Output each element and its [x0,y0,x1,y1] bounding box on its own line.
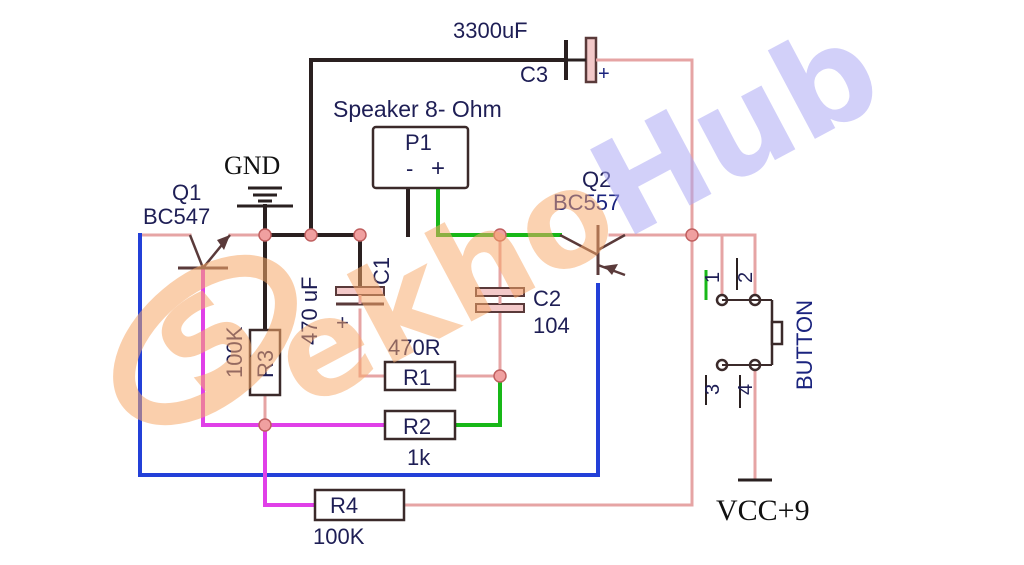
button-label: BUTTON [792,300,817,390]
gnd-symbol: GND [224,151,293,208]
wires [138,58,757,507]
r2-designator: R2 [403,414,431,439]
wire-r1-r2-junction [453,374,502,427]
q1-emitter-arrow [217,235,230,250]
q1-designator: Q1 [172,180,201,205]
c1-polarity: + [336,310,349,335]
c3-designator: C3 [520,62,548,87]
junction-c2-top [493,228,507,242]
wire-button-right-top [690,233,757,302]
q2-emitter-arrow [604,264,618,275]
transistor-q2: Q2 BC557 [553,167,626,277]
junction-gnd-bus [258,228,272,242]
q2-part: BC557 [553,190,620,215]
capacitor-c2: C2 104 [475,286,570,338]
push-button: 1 2 3 4 BUTTON [702,258,817,408]
speaker-p1: P1 - + Speaker 8- Ohm [333,96,502,190]
button-pin-2: 2 [735,272,757,283]
p1-minus: - [406,156,413,181]
button-pin-4: 4 [735,384,757,395]
resistor-r4: R4 100K [313,488,406,549]
p1-plus: + [431,155,445,182]
wire-q1-collector-to-r2 [201,266,387,427]
q2-designator: Q2 [582,167,611,192]
wire-r1-left [358,308,387,378]
r1-designator: R1 [403,365,431,390]
p1-designator: P1 [405,130,432,155]
junctions [258,228,699,432]
r4-value: 100K [313,524,365,549]
wire-r3-to-r4 [263,423,317,507]
p1-title: Speaker 8- Ohm [333,96,502,122]
wire-speaker-plus [436,186,562,237]
r2-value: 1k [407,445,431,470]
dark-wires [263,58,568,332]
watermark-text-part-2: Hub [567,0,903,268]
wire-c3-to-bus [309,58,568,237]
resistor-r1: R1 470R [383,335,457,392]
wire-blue-loop [138,233,600,477]
c3-polarity: + [598,63,610,85]
vcc-terminal: VCC+9 [716,478,810,527]
green-wires [436,186,562,427]
r1-value: 470R [388,335,441,360]
c2-designator: C2 [533,286,561,311]
vcc-label: VCC+9 [716,494,810,527]
transistor-q1: Q1 BC547 [143,180,231,270]
capacitor-c3: + 3300uF C3 [453,18,610,87]
junction-r1-r2 [493,369,507,383]
junction-c3-bus [304,228,318,242]
capacitor-c1: + C1 470 uF [297,257,394,345]
button-pin-3: 3 [702,384,724,395]
junction-right-rail [685,228,699,242]
magenta-wires [201,266,387,507]
watermark: S ekhoHub [113,0,904,438]
button-pin-1: 1 [702,272,724,283]
c1-designator: C1 [369,257,394,285]
c1-value: 470 uF [297,277,322,346]
wire-c3-plus-to-right-rail [402,58,694,507]
button-wires [690,233,757,482]
junction-c1-top [353,228,367,242]
junction-r3-bottom [258,418,272,432]
r4-designator: R4 [330,493,358,518]
c3-value: 3300uF [453,18,528,43]
c2-value: 104 [533,313,570,338]
gnd-label: GND [224,151,280,180]
q1-part: BC547 [143,204,210,229]
resistor-r2: R2 1k [383,409,457,470]
